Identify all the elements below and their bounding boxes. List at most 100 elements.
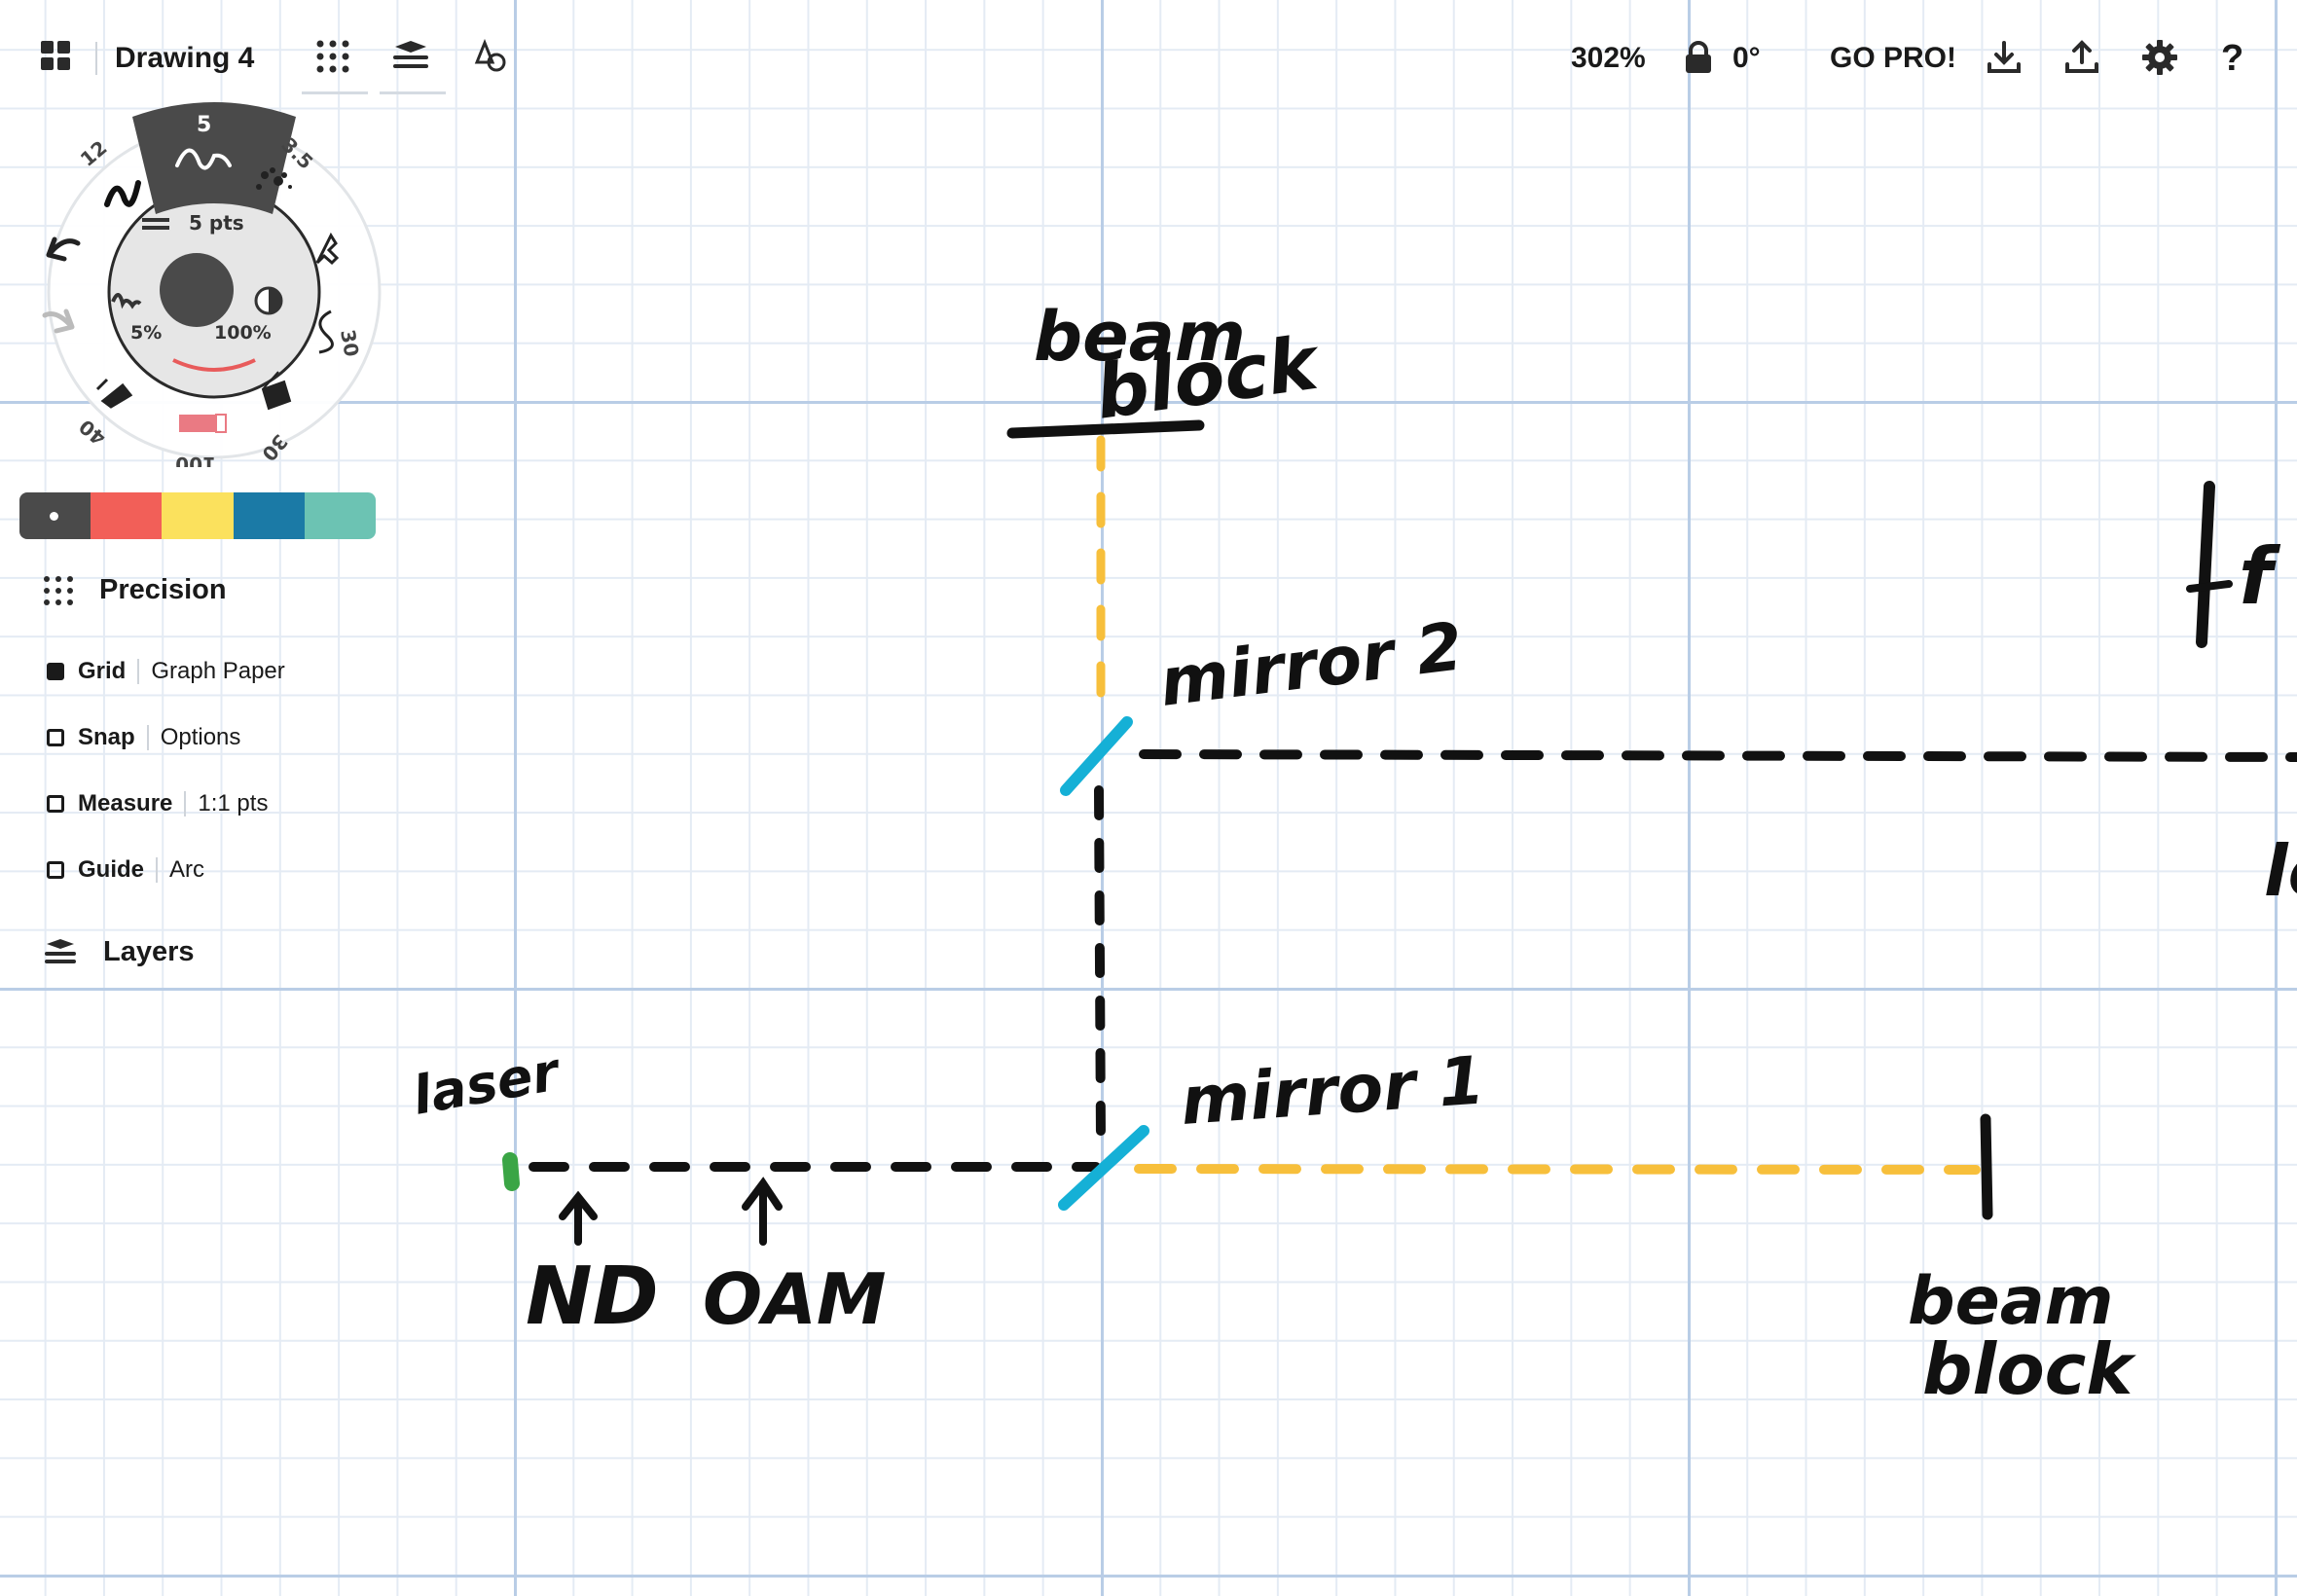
guide-value[interactable]: Arc	[169, 856, 205, 883]
brush-tool-icon[interactable]	[95, 378, 133, 409]
grid-option[interactable]: Grid Graph Paper	[47, 658, 285, 685]
lock-icon	[1686, 41, 1711, 73]
grid-checkbox[interactable]	[47, 663, 64, 680]
laser-label: laser	[408, 1040, 565, 1127]
select-arrow-icon[interactable]	[315, 232, 340, 266]
snap-option[interactable]: Snap Options	[47, 724, 240, 751]
top-toolbar: Drawing 4 302% 0° GO PRO! ?	[0, 0, 2297, 117]
guide-divider	[156, 857, 159, 883]
eraser-tip-icon	[215, 414, 227, 433]
shapes-icon	[474, 39, 506, 72]
opacity-value: 100%	[214, 322, 272, 344]
layers-icon	[45, 938, 76, 963]
rotation-value[interactable]: 0°	[1732, 42, 1761, 74]
export-button[interactable]	[2063, 39, 2100, 76]
f-cross	[2186, 580, 2233, 593]
stroke-size-icon	[142, 218, 169, 230]
mirror-2	[1060, 716, 1133, 796]
beam-block-top-label-1: beam	[1034, 297, 1246, 377]
lock-button[interactable]	[1684, 41, 1713, 74]
question-mark-icon: ?	[2221, 37, 2244, 79]
active-tool-size: 5	[197, 113, 211, 137]
eraser-icon[interactable]	[179, 415, 216, 432]
layers-icon	[393, 41, 428, 68]
shapes-button[interactable]	[473, 39, 508, 74]
measure-option[interactable]: Measure 1:1 pts	[47, 790, 268, 817]
grid-value[interactable]: Graph Paper	[151, 658, 285, 684]
dots-grid-icon	[44, 575, 73, 605]
airbrush-tool-icon[interactable]	[256, 167, 292, 190]
pen-tool-icon[interactable]	[104, 180, 141, 207]
precision-header[interactable]: Precision	[43, 574, 227, 606]
dots-grid-icon	[316, 40, 349, 73]
marker-size-label: 30	[336, 328, 363, 359]
mirror-1	[1058, 1125, 1149, 1211]
help-button[interactable]: ?	[2221, 37, 2244, 79]
go-pro-button[interactable]: GO PRO!	[1830, 42, 1957, 74]
selected-swatch-dot	[50, 512, 58, 521]
precision-title: Precision	[99, 574, 227, 605]
tool-wheel[interactable]: 5 12 3.5 30 30 100 40 5 pts 5% 100%	[39, 97, 389, 467]
beam-path-yellow-horizontal	[1134, 1164, 1981, 1175]
eraser-size-label: 100	[175, 453, 216, 467]
stroke-size-label: 5 pts	[189, 211, 244, 235]
color-preview-dot[interactable]	[160, 253, 234, 327]
gear-icon	[2142, 40, 2177, 75]
precision-toggle[interactable]	[315, 39, 350, 74]
eraser-arc-indicator	[172, 358, 256, 372]
title-divider	[95, 42, 97, 75]
oam-arrow	[742, 1177, 783, 1246]
guide-option[interactable]: Guide Arc	[47, 856, 204, 884]
download-icon	[1987, 41, 2021, 73]
settings-button[interactable]	[2141, 39, 2178, 76]
drawing-title[interactable]: Drawing 4	[115, 42, 255, 74]
import-button[interactable]	[1986, 39, 2023, 76]
color-swatch-blue[interactable]	[233, 492, 305, 539]
laser-source	[502, 1152, 520, 1191]
zoom-level[interactable]: 302%	[1571, 42, 1646, 74]
grid-squares-icon	[41, 41, 70, 70]
beam-block-right-bar	[1980, 1113, 1993, 1220]
opacity-icon-fill	[269, 288, 281, 313]
grid-key: Grid	[78, 658, 127, 684]
color-palette[interactable]	[19, 492, 376, 539]
f-label-partial: f =	[2239, 531, 2297, 622]
snap-key: Snap	[78, 724, 135, 750]
guide-key: Guide	[78, 856, 145, 883]
grid-divider	[137, 659, 140, 684]
measure-value[interactable]: 1:1 pts	[198, 790, 269, 816]
right-label-partial: le	[2264, 830, 2297, 912]
redo-icon[interactable]	[42, 308, 75, 334]
guide-checkbox[interactable]	[47, 861, 64, 879]
smoothing-value: 5%	[130, 322, 162, 344]
color-swatch-yellow[interactable]	[162, 492, 234, 539]
oam-label: OAM	[703, 1258, 887, 1340]
layers-section[interactable]: Layers	[43, 936, 195, 968]
beam-block-top-bar	[1006, 419, 1205, 439]
beam-path-black-upper	[1139, 749, 2297, 762]
snap-value[interactable]: Options	[160, 724, 241, 750]
measure-key: Measure	[78, 790, 173, 816]
color-swatch-teal[interactable]	[304, 492, 376, 539]
layers-toggle-underline	[380, 91, 446, 94]
fill-size-label: 40	[74, 415, 110, 450]
nd-arrow	[559, 1190, 598, 1246]
mirror2-label: mirror 2	[1155, 608, 1467, 721]
undo-icon[interactable]	[46, 236, 81, 262]
mirror1-label: mirror 1	[1179, 1042, 1487, 1141]
snap-checkbox[interactable]	[47, 729, 64, 746]
color-swatch-red[interactable]	[91, 492, 163, 539]
layers-toggle[interactable]	[391, 39, 430, 74]
measure-divider	[184, 791, 187, 816]
upload-icon	[2065, 40, 2098, 73]
pencil-line-icon[interactable]	[318, 309, 334, 354]
beam-block-right-label-2: block	[1922, 1328, 2136, 1410]
beam-block-right-label-1: beam	[1908, 1263, 2114, 1340]
chisel-marker-icon[interactable]	[261, 371, 292, 411]
gallery-button[interactable]	[39, 39, 72, 72]
color-swatch-gray[interactable]	[19, 492, 91, 539]
precision-toggle-underline	[302, 91, 368, 94]
smoothing-icon[interactable]	[111, 293, 142, 309]
measure-checkbox[interactable]	[47, 795, 64, 813]
